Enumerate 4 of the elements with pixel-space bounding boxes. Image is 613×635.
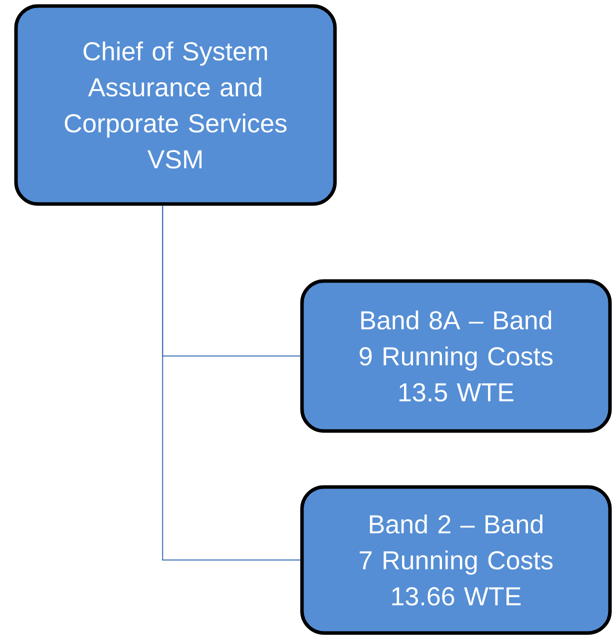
box: Chief of System Assurance and Corporate Services VSM — [14, 4, 337, 206]
box: Band 2 – Band 7 Running Costs 13.66 WTE — [300, 485, 612, 635]
connector-line — [162, 205, 301, 560]
box: Band 8A – Band 9 Running Costs 13.5 WTE — [300, 279, 612, 433]
